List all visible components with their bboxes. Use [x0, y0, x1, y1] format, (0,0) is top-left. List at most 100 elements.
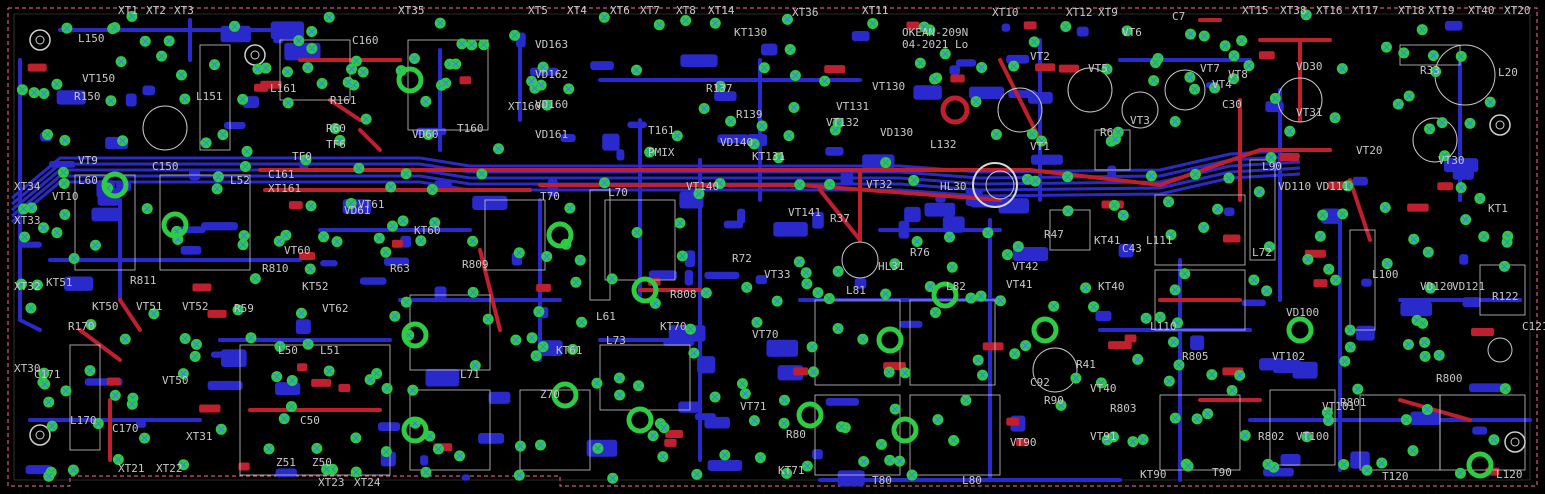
- designator-l14: XT12: [1066, 6, 1093, 19]
- via-mark: [741, 390, 749, 398]
- bottom-copper-pad: [1352, 176, 1368, 186]
- top-copper-pad: [536, 283, 551, 292]
- bottom-copper-pad: [1462, 297, 1481, 308]
- via-mark: [1011, 350, 1019, 358]
- designator-l26: R150: [74, 90, 101, 103]
- bottom-copper-pad: [1223, 207, 1235, 217]
- designator-l93: VT140: [686, 180, 719, 193]
- via-mark: [802, 269, 810, 277]
- via-mark: [1134, 356, 1142, 363]
- via-mark: [750, 140, 758, 148]
- designator-l9: XT8: [676, 4, 696, 17]
- via-mark: [150, 310, 158, 318]
- via-mark: [997, 297, 1004, 305]
- via-mark: [352, 468, 360, 476]
- via-mark: [402, 170, 410, 178]
- via-mark: [993, 131, 1000, 138]
- via-mark: [1346, 343, 1354, 351]
- via-mark: [950, 437, 957, 444]
- designator-l135: R41: [1076, 358, 1096, 371]
- bottom-copper-pad: [91, 207, 120, 222]
- via-mark: [1184, 462, 1192, 470]
- via-mark: [1409, 447, 1417, 455]
- via-mark: [783, 470, 790, 477]
- via-mark: [869, 20, 877, 27]
- via-mark: [717, 82, 724, 90]
- component-outline: [69, 344, 101, 451]
- via-mark: [308, 28, 316, 35]
- bottom-copper-pad: [704, 271, 740, 280]
- via-mark: [1167, 231, 1175, 239]
- via-mark: [352, 434, 360, 442]
- via-mark: [366, 376, 374, 383]
- via-mark: [1181, 270, 1189, 278]
- designator-l7: XT6: [610, 4, 630, 17]
- via-mark: [1263, 287, 1271, 295]
- via-mark: [616, 391, 623, 399]
- via-mark: [48, 422, 56, 430]
- bottom-copper-pad: [1001, 23, 1011, 32]
- via-mark: [659, 453, 667, 461]
- bottom-copper-pad: [1107, 165, 1117, 178]
- designator-l84: TF0: [292, 150, 312, 163]
- designator-l2: XT2: [146, 4, 166, 17]
- via-mark: [616, 374, 623, 382]
- top-copper-pad: [1035, 63, 1056, 72]
- mounting-hole: [29, 29, 51, 51]
- designator-l101: KT41: [1094, 234, 1121, 247]
- component-outline: [1154, 194, 1246, 266]
- designator-l141: L170: [70, 414, 97, 427]
- via-mark: [128, 13, 136, 20]
- via-mark: [1010, 62, 1018, 70]
- top-copper-pad: [459, 76, 472, 85]
- designator-l144: L51: [320, 344, 340, 357]
- via-mark: [600, 13, 608, 21]
- via-mark: [633, 66, 640, 74]
- top-copper-pad: [391, 239, 403, 248]
- via-mark: [882, 159, 890, 167]
- top-copper-pad: [238, 462, 250, 471]
- via-mark: [422, 98, 430, 105]
- component-outline: [589, 189, 611, 301]
- large-pad: [551, 381, 579, 409]
- via-mark: [1241, 432, 1249, 439]
- designator-l120: R808: [670, 288, 697, 301]
- bottom-copper-pad: [1190, 335, 1205, 351]
- via-mark: [94, 420, 102, 427]
- designator-l13: XT10: [992, 6, 1019, 19]
- via-mark: [304, 64, 312, 71]
- designator-l32: R60: [326, 122, 346, 135]
- via-mark: [239, 96, 247, 103]
- large-pad: [1286, 316, 1314, 344]
- bottom-copper-pad: [899, 320, 923, 328]
- via-mark: [347, 200, 355, 207]
- via-mark: [282, 231, 290, 239]
- via-mark: [1325, 417, 1332, 424]
- via-mark: [242, 163, 249, 170]
- bottom-copper-pad: [1459, 254, 1469, 265]
- bottom-copper-pad: [142, 85, 155, 96]
- via-mark: [635, 382, 642, 390]
- top-copper-pad: [1023, 21, 1037, 30]
- via-mark: [594, 444, 602, 452]
- via-mark: [471, 362, 479, 369]
- bottom-copper-pad: [1361, 278, 1372, 287]
- bottom-copper-pad: [766, 339, 799, 357]
- via-mark: [1394, 100, 1402, 108]
- board-edge: [7, 7, 1538, 487]
- via-mark: [323, 465, 330, 473]
- via-mark: [727, 117, 735, 125]
- bottom-copper-pad: [913, 85, 942, 100]
- via-mark: [331, 125, 339, 132]
- designator-l136: VT40: [1090, 382, 1117, 395]
- top-copper-pad: [253, 83, 269, 92]
- top-trace: [1398, 398, 1472, 422]
- mounting-hole-core: [35, 430, 45, 440]
- via-mark: [284, 68, 291, 76]
- via-mark: [977, 292, 985, 300]
- via-mark: [262, 64, 270, 72]
- via-mark: [578, 318, 585, 326]
- via-mark: [1383, 43, 1390, 51]
- top-copper-pad: [1006, 417, 1020, 426]
- via-mark: [796, 181, 803, 188]
